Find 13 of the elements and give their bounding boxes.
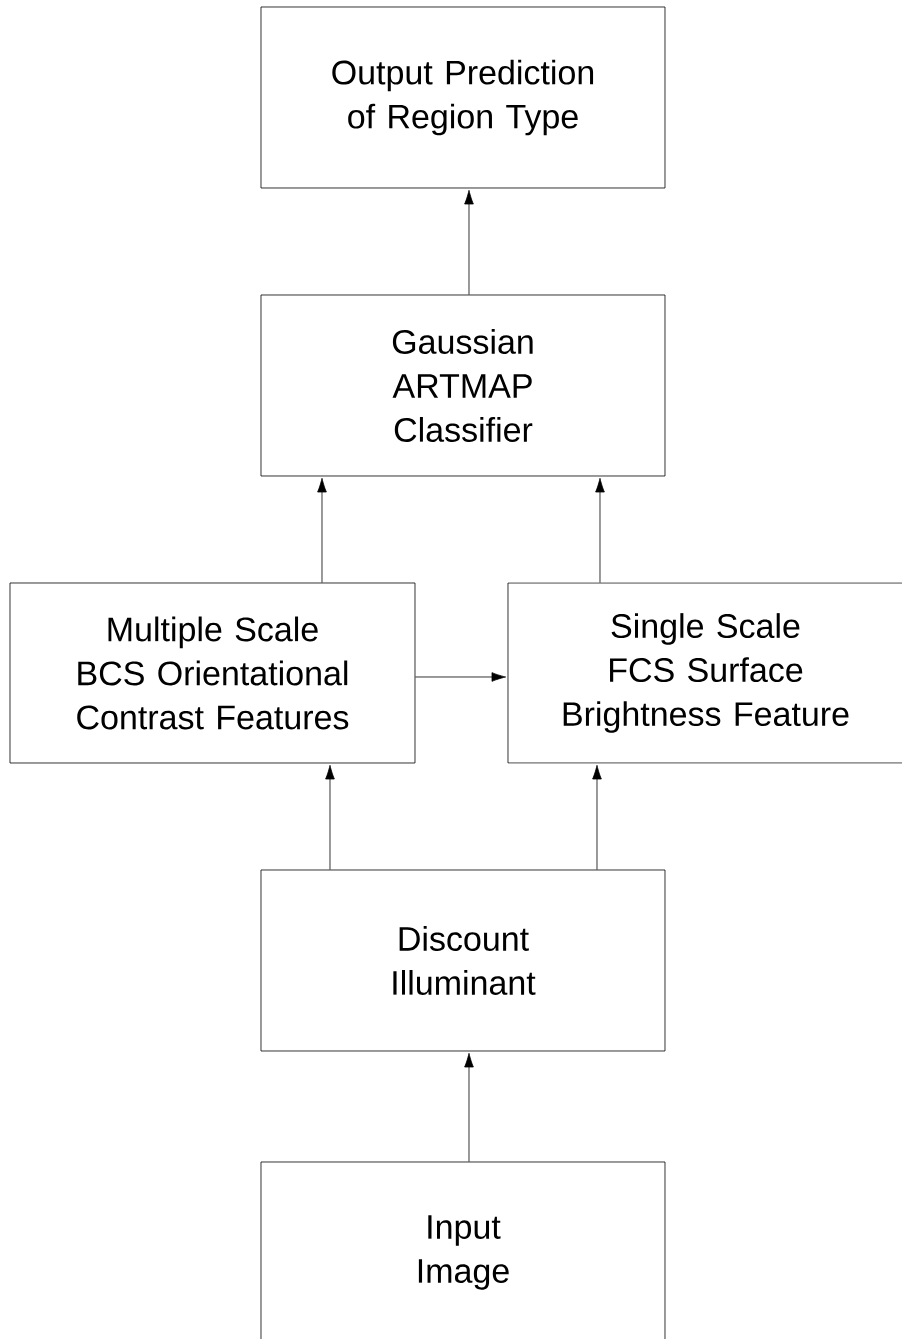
process-box: Single Scale FCS Surface Brightness Feature [507, 582, 902, 764]
arrow [415, 672, 507, 682]
arrow [464, 1052, 474, 1162]
arrow [464, 189, 474, 295]
process-box: Input Image [260, 1161, 666, 1339]
process-box: Gaussian ARTMAP Classifier [260, 294, 666, 477]
arrow [317, 477, 327, 583]
process-box: Multiple Scale BCS Orientational Contrast Features [9, 582, 416, 764]
process-box: Output Prediction of Region Type [260, 6, 666, 189]
arrow [595, 477, 605, 583]
arrow [592, 764, 602, 870]
arrow [325, 764, 335, 870]
process-box: Discount Illuminant [260, 869, 666, 1052]
